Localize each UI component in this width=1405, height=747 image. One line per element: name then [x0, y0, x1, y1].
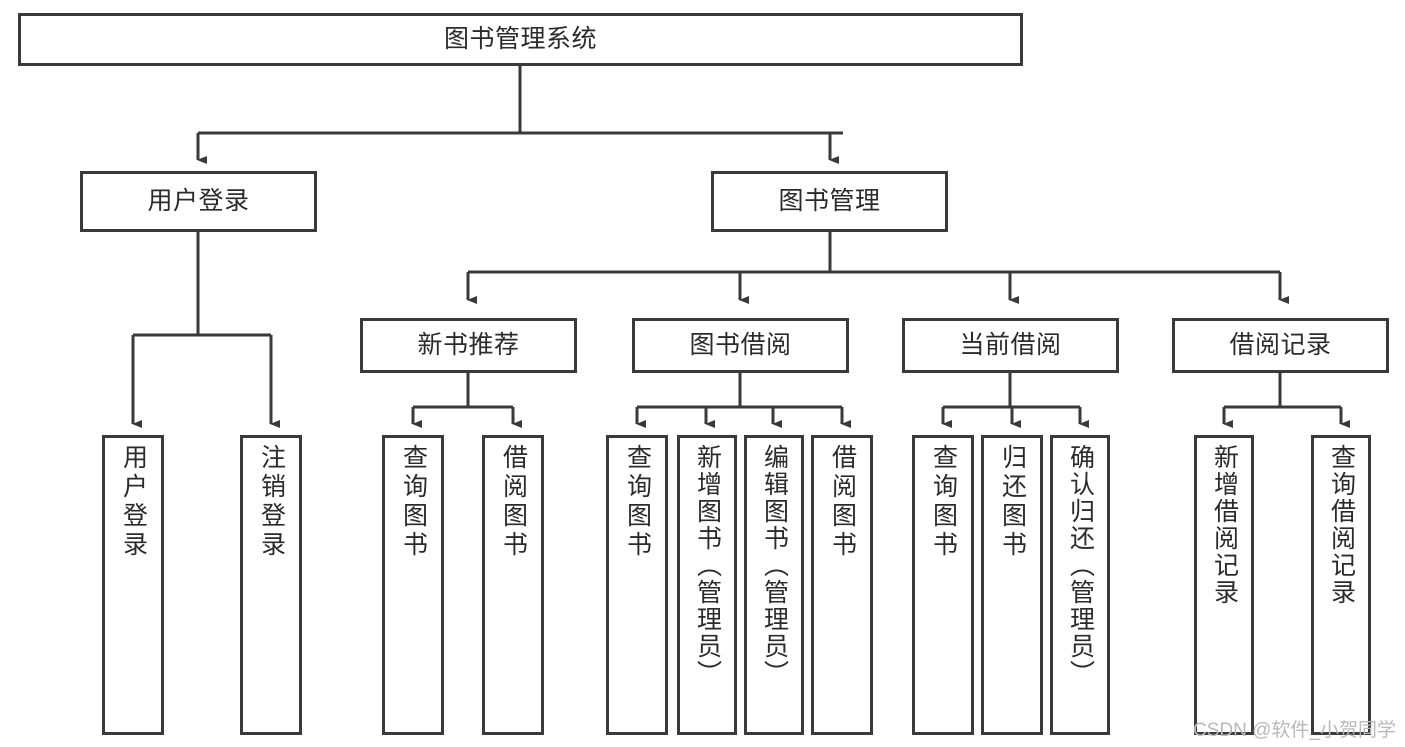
- node-leaf-borrow-book-1-label: 借阅图书: [499, 444, 528, 560]
- node-leaf-query-book-2-label: 查询图书: [623, 444, 652, 560]
- node-book-borrow-label: 图书借阅: [689, 331, 792, 360]
- node-leaf-confirm-return-label: 确认归还（管理员）: [1066, 444, 1095, 687]
- node-book-manage[interactable]: 图书管理: [711, 171, 948, 232]
- node-book-manage-label: 图书管理: [778, 187, 881, 216]
- node-leaf-borrow-book-2-label: 借阅图书: [828, 444, 857, 560]
- node-leaf-user-login[interactable]: 用户登录: [102, 435, 164, 735]
- node-leaf-query-book-2[interactable]: 查询图书: [606, 435, 668, 735]
- node-current-borrow[interactable]: 当前借阅: [902, 318, 1119, 373]
- node-leaf-return-book-label: 归还图书: [998, 444, 1027, 560]
- node-leaf-query-book-1-label: 查询图书: [399, 444, 428, 560]
- node-leaf-add-book-label: 新增图书（管理员）: [693, 444, 722, 687]
- node-root-label: 图书管理系统: [443, 25, 597, 54]
- node-leaf-edit-book[interactable]: 编辑图书（管理员）: [744, 435, 804, 735]
- node-current-borrow-label: 当前借阅: [959, 331, 1062, 360]
- node-leaf-return-book[interactable]: 归还图书: [981, 435, 1043, 735]
- node-leaf-borrow-book-1[interactable]: 借阅图书: [482, 435, 544, 735]
- node-leaf-borrow-book-2[interactable]: 借阅图书: [811, 435, 873, 735]
- node-leaf-add-record[interactable]: 新增借阅记录: [1194, 435, 1254, 735]
- node-leaf-add-book[interactable]: 新增图书（管理员）: [677, 435, 737, 735]
- node-user-login[interactable]: 用户登录: [80, 171, 317, 232]
- node-leaf-query-book-3-label: 查询图书: [929, 444, 958, 560]
- csdn-watermark: CSDN @软件_小贺同学: [1193, 720, 1396, 741]
- node-leaf-edit-book-label: 编辑图书（管理员）: [760, 444, 789, 687]
- node-leaf-query-book-1[interactable]: 查询图书: [382, 435, 444, 735]
- node-leaf-query-record-label: 查询借阅记录: [1327, 444, 1356, 606]
- node-leaf-logout[interactable]: 注销登录: [240, 435, 302, 735]
- node-book-borrow[interactable]: 图书借阅: [632, 318, 849, 373]
- node-root[interactable]: 图书管理系统: [18, 13, 1023, 66]
- node-leaf-add-record-label: 新增借阅记录: [1210, 444, 1239, 606]
- node-borrow-record[interactable]: 借阅记录: [1172, 318, 1389, 373]
- node-leaf-confirm-return[interactable]: 确认归还（管理员）: [1050, 435, 1110, 735]
- node-new-book-recommend[interactable]: 新书推荐: [360, 318, 577, 373]
- node-leaf-user-login-label: 用户登录: [119, 444, 148, 560]
- node-leaf-logout-label: 注销登录: [257, 444, 286, 560]
- node-leaf-query-book-3[interactable]: 查询图书: [912, 435, 974, 735]
- node-leaf-query-record[interactable]: 查询借阅记录: [1311, 435, 1371, 735]
- node-borrow-record-label: 借阅记录: [1229, 331, 1332, 360]
- node-user-login-label: 用户登录: [147, 187, 250, 216]
- node-new-book-recommend-label: 新书推荐: [417, 331, 520, 360]
